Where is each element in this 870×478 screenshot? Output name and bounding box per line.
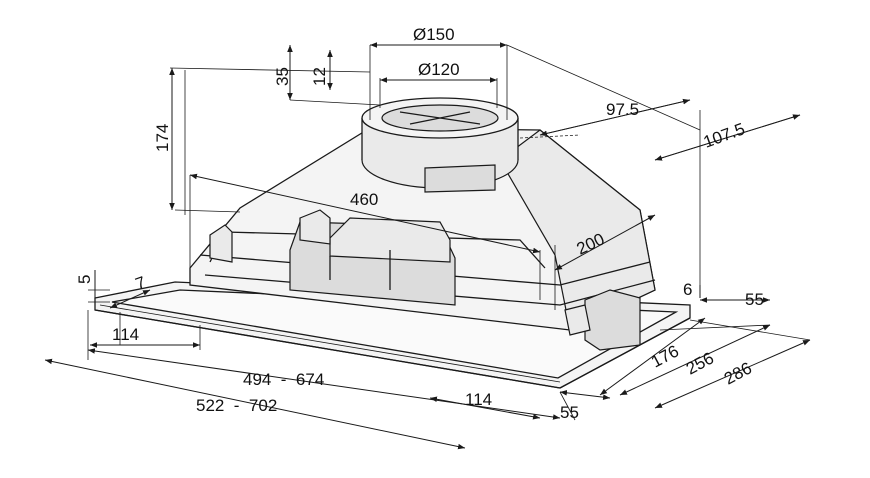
dim-line-522-702 xyxy=(44,358,466,450)
label-w286: 286 xyxy=(721,358,755,388)
dim-line-286 xyxy=(654,339,811,409)
label-w114-bottom: 114 xyxy=(465,390,492,409)
dim-line-460 xyxy=(189,173,541,254)
label-w55-bottom: 55 xyxy=(560,403,579,422)
label-w176: 176 xyxy=(648,341,682,371)
dim-line-107-5 xyxy=(654,114,801,161)
label-w6: 6 xyxy=(683,280,692,299)
label-w114-left: 114 xyxy=(112,325,139,344)
label-w256: 256 xyxy=(683,348,717,378)
dim-line-114-bottom xyxy=(429,396,541,420)
right-bracket xyxy=(584,289,641,351)
dim-line-97-5 xyxy=(539,98,691,137)
dimension-lines xyxy=(44,42,811,450)
label-w494-674: 494 - 674 xyxy=(243,370,324,389)
label-d120: Ø120 xyxy=(418,60,460,79)
label-h35: 35 xyxy=(273,67,292,86)
label-h174: 174 xyxy=(153,124,172,152)
label-d97-5: 97.5 xyxy=(606,100,639,119)
dim-line-7 xyxy=(109,289,151,309)
label-h12: 12 xyxy=(310,67,329,86)
label-w55-right: 55 xyxy=(745,290,764,309)
label-h5: 5 xyxy=(75,275,94,284)
label-d107-5: 107.5 xyxy=(701,119,747,151)
dim-line-55-bottom xyxy=(559,390,611,400)
label-w522-702: 522 - 702 xyxy=(196,396,277,415)
dim-line-200 xyxy=(554,214,656,271)
label-d150: Ø150 xyxy=(413,25,455,44)
label-w460: 460 xyxy=(350,190,378,209)
